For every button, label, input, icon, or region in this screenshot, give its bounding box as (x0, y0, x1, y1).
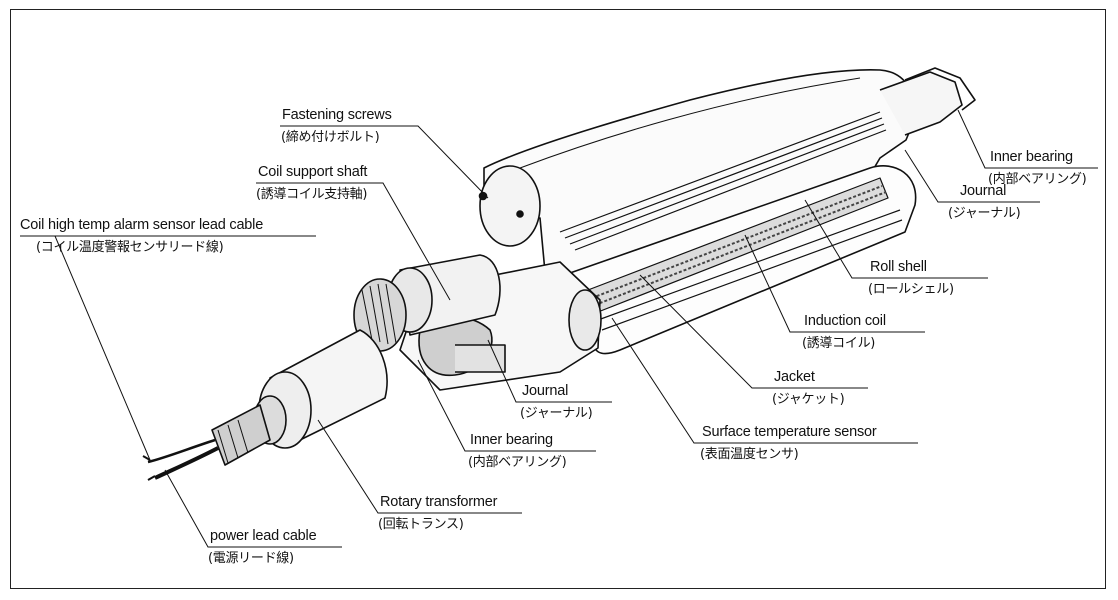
fastening-screw-hole-2 (516, 210, 524, 218)
connector-ribs (217, 419, 249, 464)
label-inner-bearing-top: Inner bearing (990, 149, 1073, 165)
power-lead-cable (154, 446, 219, 480)
label-roll-shell-jp: (ロールシェル) (868, 282, 954, 297)
leader-coil-alarm-cable (20, 235, 316, 461)
label-coil-support-shaft-jp: (誘導コイル支持軸) (256, 187, 368, 202)
right-journal-tip (904, 67, 976, 111)
leader-power-lead-cable (164, 469, 342, 548)
leader-lines (20, 109, 1098, 548)
roll-shell-highlight (519, 77, 861, 169)
label-surface-temp-sensor-jp: (表面温度センサ) (700, 447, 799, 462)
alarm-sensor-lead-cable (147, 438, 216, 464)
label-power-lead-cable: power lead cable (210, 528, 317, 544)
label-induction-coil-jp: (誘導コイル) (802, 336, 876, 351)
label-induction-coil: Induction coil (804, 313, 886, 329)
leader-roll-shell (804, 199, 988, 279)
label-fastening-screws-jp: (締め付けボルト) (281, 130, 380, 145)
leader-fastening-screws (280, 125, 489, 199)
jacket-outline (597, 209, 903, 331)
leader-surface-temp-sensor (611, 317, 918, 444)
label-rotary-transformer-jp: (回転トランス) (378, 517, 464, 532)
label-inner-bearing-top-jp: (内部ベアリング) (988, 172, 1087, 187)
coil-winding-texture (591, 185, 887, 306)
leader-induction-coil (744, 234, 925, 333)
roll-drawing (142, 67, 976, 481)
leader-journal-bottom (487, 339, 612, 403)
label-inner-bearing-bottom: Inner bearing (470, 432, 553, 448)
label-journal-top-jp: (ジャーナル) (948, 206, 1021, 221)
shell-end-cap (479, 165, 541, 247)
leader-coil-support-shaft (256, 182, 451, 301)
label-coil-alarm-sensor-cable-jp: (コイル温度警報センサリード線) (36, 240, 224, 255)
label-journal-bottom: Journal (522, 383, 569, 399)
label-coil-support-shaft: Coil support shaft (258, 164, 368, 180)
label-surface-temp-sensor: Surface temperature sensor (702, 424, 877, 440)
cable-ends (142, 455, 156, 481)
label-jacket: Jacket (774, 369, 815, 385)
label-fastening-screws: Fastening screws (282, 107, 392, 123)
leader-journal-top (904, 149, 1040, 203)
label-jacket-jp: (ジャケット) (772, 392, 845, 407)
label-power-lead-cable-jp: (電源リード線) (208, 551, 294, 566)
leader-rotary-transformer (317, 419, 522, 514)
label-roll-shell: Roll shell (870, 259, 927, 275)
label-coil-alarm-sensor-cable: Coil high temp alarm sensor lead cable (20, 217, 264, 233)
label-rotary-transformer: Rotary transformer (380, 494, 498, 510)
right-journal (879, 71, 963, 136)
label-journal-bottom-jp: (ジャーナル) (520, 406, 593, 421)
leader-jacket (639, 274, 868, 389)
leader-inner-bearing-top (957, 109, 1098, 169)
ring-threads (361, 283, 397, 345)
shell-inner-hatch (559, 111, 887, 251)
left-journal-disc (568, 289, 602, 351)
leader-inner-bearing-bottom (417, 359, 596, 452)
figure-frame (10, 9, 1106, 589)
label-inner-bearing-bottom-jp: (内部ベアリング) (468, 455, 567, 470)
left-journal-block (455, 344, 506, 373)
cable-connector (211, 404, 271, 466)
label-journal-top: Journal (960, 183, 1007, 199)
